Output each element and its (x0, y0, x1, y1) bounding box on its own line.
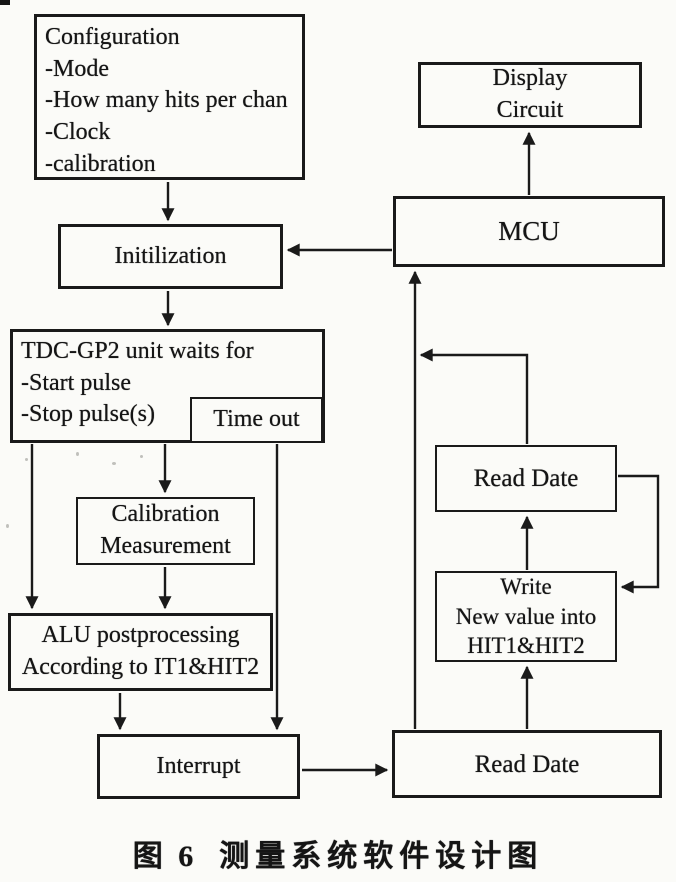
node-label: -calibration (45, 150, 156, 177)
scan-speck (76, 452, 79, 456)
node-tdc-gp2-wait: TDC-GP2 unit waits for -Start pulse -Sto… (10, 329, 325, 443)
edge-read-top-to-mcu-line (419, 348, 529, 444)
node-mcu: MCU (393, 196, 665, 267)
figure-number: 图 6 (132, 840, 198, 873)
scan-speck (140, 455, 143, 458)
node-display-circuit: Display Circuit (418, 62, 642, 128)
figure-caption: 图 6 测量系统软件设计图 (0, 831, 676, 875)
node-label: -Stop pulse(s) (21, 401, 155, 428)
node-label: Configuration (45, 24, 180, 50)
node-label: Calibration (111, 501, 220, 528)
scan-artifact (0, 0, 10, 5)
node-label: -How many hits per chan (45, 87, 288, 114)
node-write-new-value: Write New value into HIT1&HIT2 (435, 571, 617, 662)
node-label: -Mode (45, 55, 109, 82)
node-label: Initilization (114, 242, 227, 269)
node-label: MCU (498, 215, 560, 246)
node-read-date-bottom: Read Date (392, 730, 662, 798)
node-calibration-measurement: Calibration Measurement (76, 497, 255, 565)
node-label: Measurement (100, 533, 231, 559)
scan-speck (25, 458, 28, 461)
node-label: Display (492, 65, 568, 92)
scan-speck (6, 524, 9, 528)
node-label: ALU postprocessing (41, 622, 240, 649)
node-label: Time out (213, 406, 300, 433)
node-label: Read Date (473, 465, 579, 492)
node-label: Write (500, 574, 552, 600)
node-label: Circuit (496, 97, 564, 123)
figure-title: 测量系统软件设计图 (219, 840, 544, 873)
node-label: According to IT1&HIT2 (21, 654, 260, 680)
node-label: -Clock (45, 119, 111, 146)
node-label: TDC-GP2 unit waits for (21, 338, 254, 364)
node-timeout: Time out (190, 397, 323, 443)
node-interrupt: Interrupt (97, 734, 300, 799)
node-read-date-top: Read Date (435, 445, 617, 512)
node-label: New value into (455, 603, 597, 629)
node-label: HIT1&HIT2 (467, 633, 585, 659)
scan-speck (112, 462, 116, 465)
node-label: -Start pulse (21, 369, 131, 396)
node-label: Interrupt (156, 752, 241, 779)
node-initialization: Initilization (58, 224, 283, 289)
edge-read-top-loop-to-write (618, 474, 660, 594)
node-configuration: Configuration -Mode -How many hits per c… (34, 14, 305, 180)
node-alu-postprocessing: ALU postprocessing According to IT1&HIT2 (8, 613, 273, 691)
node-label: Read Date (474, 750, 580, 778)
